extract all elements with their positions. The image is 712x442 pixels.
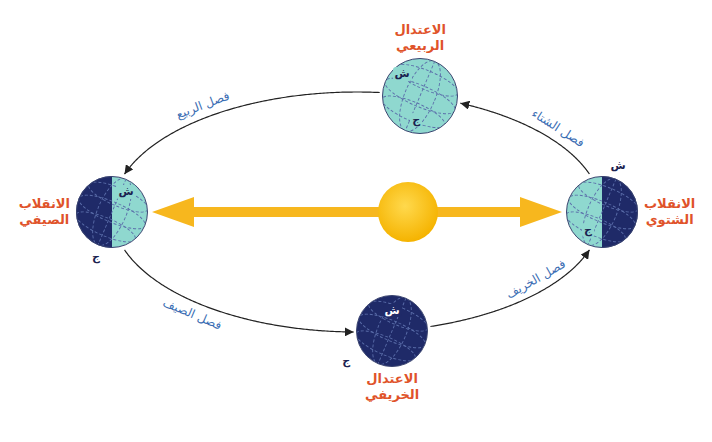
earth-axis — [378, 298, 406, 364]
globe-outline — [383, 59, 458, 134]
orbit-arc — [125, 250, 354, 332]
orbit-arc — [460, 103, 589, 174]
earth-globe — [76, 176, 148, 248]
latitude-line — [392, 58, 458, 102]
pole-label: ش — [608, 159, 627, 172]
sunlight-arrow — [436, 197, 562, 227]
latitude-line — [76, 206, 139, 248]
globe-outline — [357, 295, 428, 366]
globe-node: الانقلاب الصيفيشج — [76, 176, 148, 248]
position-label: الانقلاب الصيفي — [19, 196, 70, 229]
globe-node: الاعتدال الربيعيشج — [382, 58, 458, 134]
pole-label: ش — [393, 67, 412, 80]
globe-node: الانقلاب الشتويشج — [566, 176, 638, 248]
earth-globe — [566, 176, 638, 248]
pole-label: ج — [90, 250, 102, 263]
meridian-line — [575, 176, 630, 248]
season-label: فصل الشتاء — [527, 105, 589, 152]
pole-label: ش — [383, 304, 402, 317]
sun — [378, 182, 438, 242]
latitude-line — [356, 325, 419, 367]
pole-label: ج — [340, 354, 352, 367]
globe-node: الاعتدال الخريفيشج — [356, 295, 428, 367]
latitude-line — [365, 295, 428, 337]
meridian-line — [365, 295, 420, 367]
meridian-line — [85, 176, 140, 248]
globe-outline — [567, 177, 638, 248]
meridian-line — [391, 58, 449, 134]
latitude-line — [566, 206, 629, 248]
latitude-line — [382, 90, 448, 134]
position-label: الانقلاب الشتوي — [644, 196, 695, 229]
pole-label: ج — [582, 223, 594, 236]
globe-outline — [77, 177, 148, 248]
pole-label: ش — [116, 185, 135, 198]
orbit-arc — [124, 92, 379, 174]
season-label: فصل الربيع — [173, 88, 234, 123]
position-label: الاعتدال الربيعي — [394, 22, 446, 55]
sunlight-arrow — [152, 197, 380, 227]
latitude-line — [575, 176, 638, 218]
orbit-arc — [430, 250, 589, 327]
latitude-line — [85, 176, 148, 218]
position-label: الاعتدال الخريفي — [365, 371, 419, 404]
pole-label: ج — [410, 113, 422, 126]
